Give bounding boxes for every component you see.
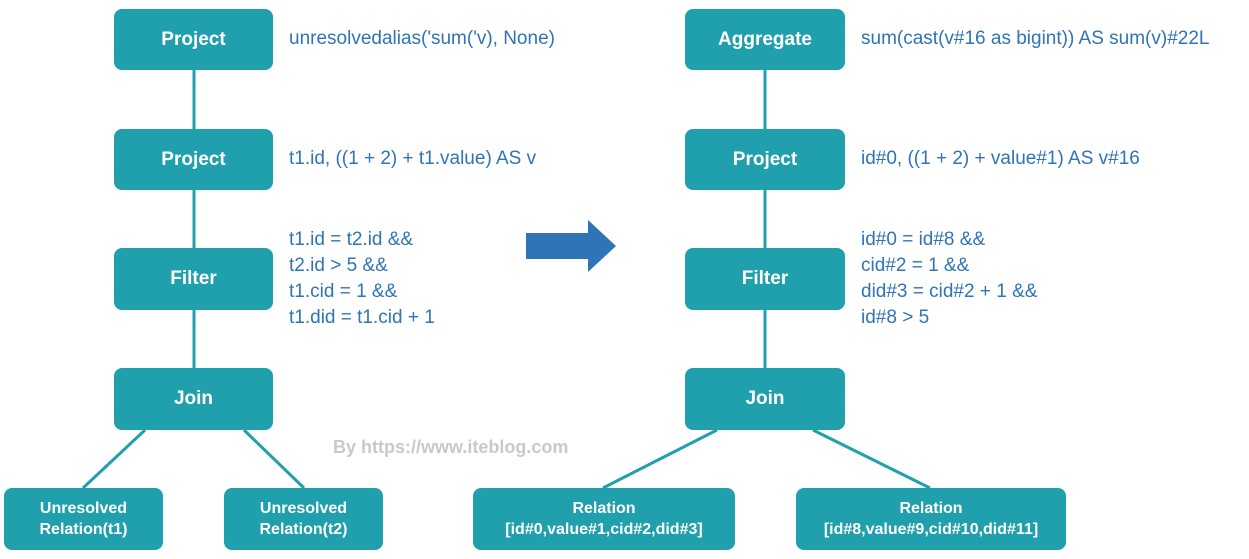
right-relation-right-line: [id#8,value#9,cid#10,did#11]: [823, 521, 1039, 538]
edge-right-join-to-relation-left: [602, 428, 718, 490]
left-relation-t1-node: Unresolved Relation(t1): [4, 488, 163, 550]
right-aggregate-annotation: sum(cast(v#16 as bigint)) AS sum(v)#22L: [861, 28, 1210, 49]
right-project-node: Project: [685, 129, 845, 190]
left-project-top-annotation: unresolvedalias('sum('v), None): [289, 28, 555, 49]
left-filter-annotation: t1.id = t2.id && t2.id > 5 && t1.cid = 1…: [289, 227, 435, 331]
left-project-top-node: Project: [114, 9, 273, 70]
transform-arrow-icon: [526, 220, 616, 272]
left-filter-condition: t1.did = t1.cid + 1: [289, 307, 435, 328]
right-join-label: Join: [745, 388, 785, 409]
left-filter-condition: t2.id > 5 &&: [289, 255, 388, 276]
left-relation-t1-line: Relation(t1): [39, 521, 128, 538]
edge-left-join-to-relation-t2: [242, 428, 306, 490]
left-relation-t2-node: Unresolved Relation(t2): [224, 488, 383, 550]
left-relation-t2-line: Unresolved: [259, 500, 348, 517]
left-join-node: Join: [114, 368, 273, 430]
left-project-top-label: Project: [161, 28, 226, 50]
right-aggregate-label: Aggregate: [718, 28, 812, 50]
left-filter-condition: t1.id = t2.id &&: [289, 229, 414, 250]
right-filter-label: Filter: [741, 268, 789, 289]
right-relation-right-node: Relation [id#8,value#9,cid#10,did#11]: [796, 488, 1066, 550]
right-relation-left-line: Relation: [572, 500, 636, 517]
right-project-label: Project: [732, 148, 798, 170]
left-relation-t1-line: Unresolved: [39, 500, 128, 517]
right-filter-node: Filter: [685, 248, 845, 310]
right-filter-condition: id#8 > 5: [861, 307, 930, 328]
right-relation-left-node: Relation [id#0,value#1,cid#2,did#3]: [473, 488, 735, 550]
right-relation-right-line: Relation: [899, 500, 963, 517]
right-aggregate-node: Aggregate: [685, 9, 845, 70]
left-join-label: Join: [173, 388, 214, 409]
left-filter-label: Filter: [170, 268, 217, 289]
watermark-text: By https://www.iteblog.com: [333, 437, 569, 457]
right-relation-left-line: [id#0,value#1,cid#2,did#3]: [505, 521, 703, 538]
left-project-node: Project: [114, 129, 273, 190]
left-relation-t2-line: Relation(t2): [259, 521, 348, 538]
edge-left-join-to-relation-t1: [81, 428, 147, 490]
left-project-annotation: t1.id, ((1 + 2) + t1.value) AS v: [289, 148, 537, 169]
right-filter-condition: id#0 = id#8 &&: [861, 229, 986, 250]
left-filter-condition: t1.cid = 1 &&: [289, 281, 398, 302]
left-project-label: Project: [161, 148, 226, 170]
right-filter-annotation: id#0 = id#8 && cid#2 = 1 && did#3 = cid#…: [861, 227, 1037, 331]
right-filter-condition: did#3 = cid#2 + 1 &&: [861, 281, 1038, 302]
right-join-node: Join: [685, 368, 845, 430]
edge-right-join-to-relation-right: [812, 428, 931, 490]
right-project-annotation: id#0, ((1 + 2) + value#1) AS v#16: [861, 148, 1140, 169]
right-filter-condition: cid#2 = 1 &&: [861, 255, 970, 276]
left-filter-node: Filter: [114, 248, 273, 310]
